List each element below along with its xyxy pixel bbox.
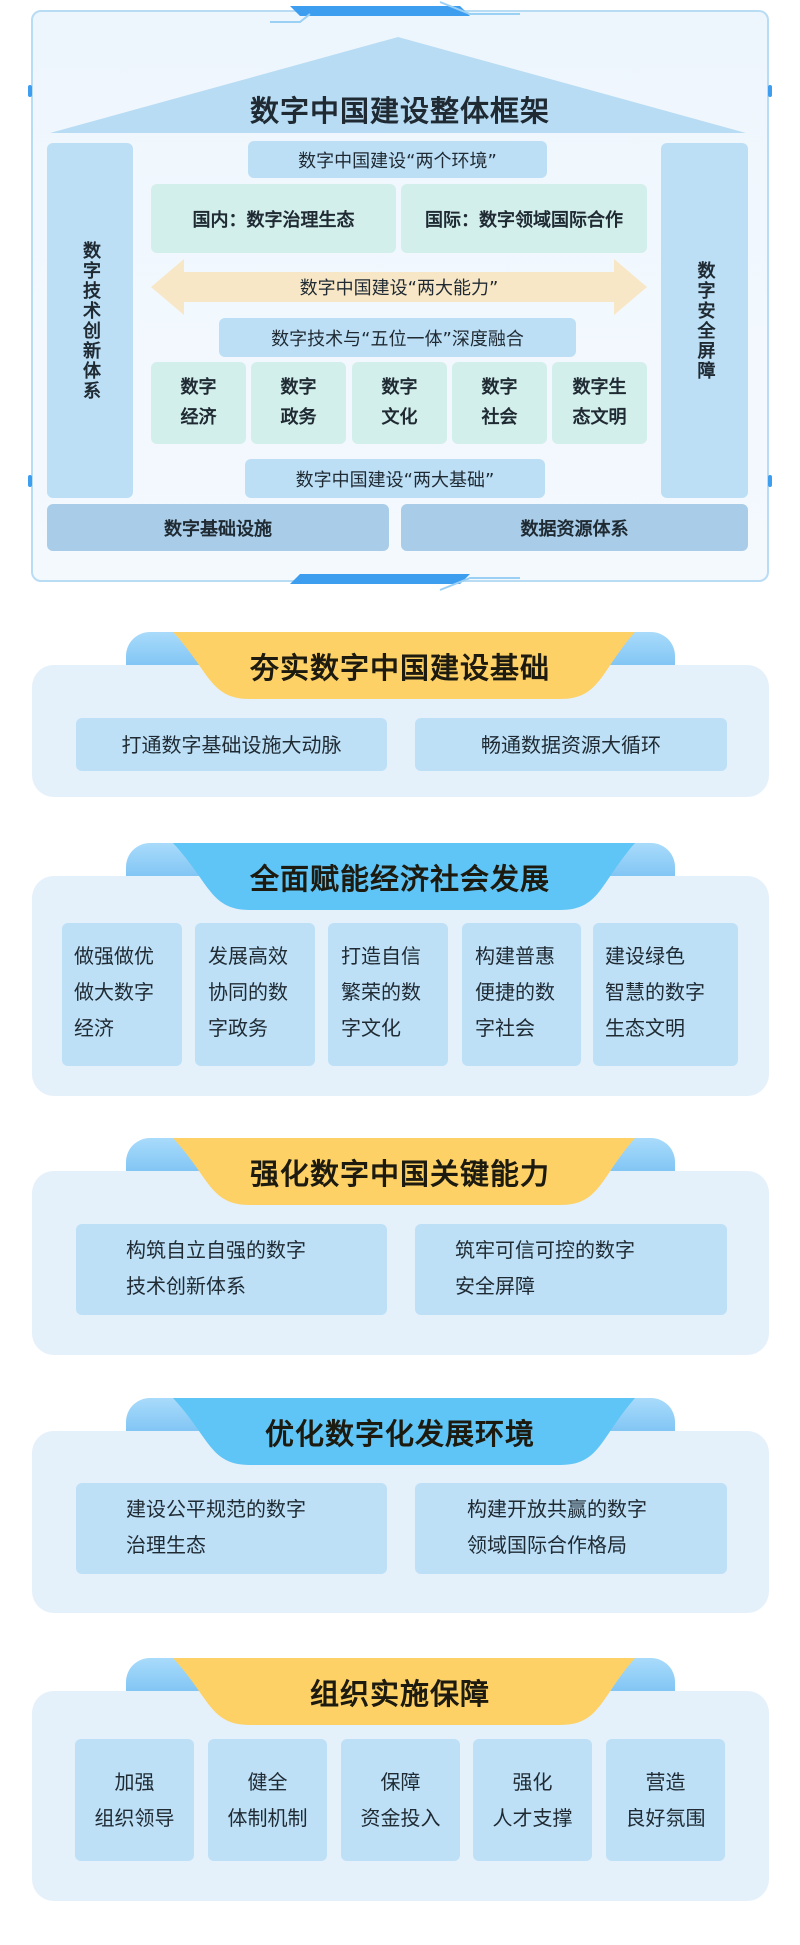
tab-banner bbox=[173, 1658, 635, 1725]
five-line: 数字 bbox=[381, 377, 418, 398]
infrastructure-box: 数字基础设施 bbox=[47, 504, 389, 551]
item-line: 安全屏障 bbox=[455, 1274, 535, 1298]
item-line: 构建普惠 bbox=[475, 944, 555, 968]
item-line: 建设公平规范的数字 bbox=[126, 1497, 306, 1521]
left-pillar: 数字技术创新体系 bbox=[47, 143, 133, 498]
item-line: 良好氛围 bbox=[625, 1806, 706, 1830]
item-line: 生态文明 bbox=[605, 1016, 685, 1040]
item-line: 技术创新体系 bbox=[126, 1274, 246, 1298]
item-line: 领域国际合作格局 bbox=[467, 1533, 627, 1557]
section-item: 畅通数据资源大循环 bbox=[415, 718, 727, 771]
tab-banner bbox=[173, 1398, 635, 1465]
item-line: 字政务 bbox=[208, 1016, 268, 1040]
frame-decorations bbox=[28, 1, 772, 591]
tab-banner bbox=[173, 843, 635, 910]
item-line: 加强 bbox=[114, 1770, 155, 1794]
item-line: 筑牢可信可控的数字 bbox=[455, 1238, 635, 1262]
item-line: 人才支撑 bbox=[492, 1806, 573, 1830]
section-title: 夯实数字中国建设基础 bbox=[249, 651, 550, 685]
section-capabilities: 强化数字中国关键能力 构筑自立自强的数字技术创新体系 筑牢可信可控的数字安全屏障 bbox=[0, 1138, 800, 1358]
section-item: 构建普惠便捷的数字社会 bbox=[462, 923, 581, 1066]
framework-title: 数字中国建设整体框架 bbox=[249, 94, 550, 128]
section-item: 发展高效协同的数字政务 bbox=[195, 923, 315, 1066]
section-item: 建设公平规范的数字治理生态 bbox=[76, 1483, 387, 1574]
section-foundation: 夯实数字中国建设基础 打通数字基础设施大动脉 畅通数据资源大循环 bbox=[0, 632, 800, 802]
item-line: 强化 bbox=[512, 1770, 553, 1794]
section-item: 构建开放共赢的数字领域国际合作格局 bbox=[415, 1483, 727, 1574]
right-pillar: 数字安全屏障 bbox=[661, 143, 748, 498]
item-line: 构建开放共赢的数字 bbox=[467, 1497, 647, 1521]
five-line: 数字 bbox=[280, 377, 317, 398]
item-line: 健全 bbox=[247, 1770, 288, 1794]
item-line: 体制机制 bbox=[227, 1806, 308, 1830]
five-line: 经济 bbox=[180, 407, 217, 428]
item-line: 做强做优 bbox=[74, 944, 154, 968]
five-line: 数字生 bbox=[572, 377, 627, 398]
section-item: 健全体制机制 bbox=[208, 1739, 327, 1861]
section-item: 加强组织领导 bbox=[75, 1739, 194, 1861]
five-ecology: 数字生态文明 bbox=[552, 362, 647, 444]
foundations-label: 数字中国建设“两大基础” bbox=[245, 459, 545, 498]
capabilities-label: 数字中国建设“两大能力” bbox=[299, 278, 499, 299]
item-line: 字社会 bbox=[475, 1016, 535, 1040]
section-title: 强化数字中国关键能力 bbox=[249, 1157, 550, 1191]
five-economy: 数字经济 bbox=[151, 362, 246, 444]
section-item: 构筑自立自强的数字技术创新体系 bbox=[76, 1224, 387, 1315]
item-line: 智慧的数字 bbox=[605, 980, 705, 1004]
section-environment: 优化数字化发展环境 建设公平规范的数字治理生态 构建开放共赢的数字领域国际合作格… bbox=[0, 1398, 800, 1618]
item-line: 发展高效 bbox=[208, 944, 288, 968]
item-line: 打造自信 bbox=[341, 944, 421, 968]
section-item: 打造自信繁荣的数字文化 bbox=[328, 923, 448, 1066]
international-box: 国际：数字领域国际合作 bbox=[401, 184, 647, 253]
item-line: 构筑自立自强的数字 bbox=[126, 1238, 306, 1262]
item-line: 便捷的数 bbox=[475, 980, 555, 1004]
five-society: 数字社会 bbox=[452, 362, 547, 444]
section-empower: 全面赋能经济社会发展 做强做优做大数字经济 发展高效协同的数字政务 打造自信繁荣… bbox=[0, 843, 800, 1103]
item-line: 保障 bbox=[380, 1770, 421, 1794]
five-line: 数字 bbox=[180, 377, 217, 398]
item-line: 经济 bbox=[74, 1016, 114, 1040]
five-government: 数字政务 bbox=[251, 362, 346, 444]
tab-banner bbox=[173, 632, 635, 699]
section-item: 保障资金投入 bbox=[341, 1739, 460, 1861]
five-line: 文化 bbox=[381, 407, 418, 428]
item-line: 组织领导 bbox=[94, 1806, 175, 1830]
item-line: 资金投入 bbox=[360, 1806, 441, 1830]
integration-label: 数字技术与“五位一体”深度融合 bbox=[219, 318, 576, 357]
section-item: 建设绿色智慧的数字生态文明 bbox=[593, 923, 738, 1066]
item-line: 做大数字 bbox=[74, 980, 154, 1004]
section-item: 筑牢可信可控的数字安全屏障 bbox=[415, 1224, 727, 1315]
five-line: 政务 bbox=[280, 407, 317, 428]
section-title: 全面赋能经济社会发展 bbox=[249, 862, 550, 896]
environments-label: 数字中国建设“两个环境” bbox=[248, 141, 547, 178]
data-resources-box: 数据资源体系 bbox=[401, 504, 748, 551]
section-title: 优化数字化发展环境 bbox=[264, 1417, 535, 1451]
section-item: 做强做优做大数字经济 bbox=[62, 923, 182, 1066]
section-item: 营造良好氛围 bbox=[606, 1739, 725, 1861]
item-line: 建设绿色 bbox=[605, 944, 685, 968]
five-line: 社会 bbox=[481, 407, 518, 428]
roof bbox=[50, 37, 746, 133]
item-line: 字文化 bbox=[341, 1016, 401, 1040]
section-item: 强化人才支撑 bbox=[473, 1739, 592, 1861]
item-line: 协同的数 bbox=[208, 980, 288, 1004]
capabilities-arrow bbox=[151, 259, 647, 315]
five-line: 数字 bbox=[481, 377, 518, 398]
tab-banner bbox=[173, 1138, 635, 1205]
section-guarantee: 组织实施保障 加强组织领导 健全体制机制 保障资金投入 强化人才支撑 营造良好氛… bbox=[0, 1658, 800, 1908]
item-line: 治理生态 bbox=[126, 1533, 206, 1557]
domestic-box: 国内：数字治理生态 bbox=[151, 184, 396, 253]
five-culture: 数字文化 bbox=[352, 362, 447, 444]
section-title: 组织实施保障 bbox=[309, 1677, 490, 1711]
section-item: 打通数字基础设施大动脉 bbox=[76, 718, 387, 771]
item-line: 营造 bbox=[645, 1770, 686, 1794]
item-line: 繁荣的数 bbox=[341, 980, 421, 1004]
five-line: 态文明 bbox=[572, 407, 627, 428]
